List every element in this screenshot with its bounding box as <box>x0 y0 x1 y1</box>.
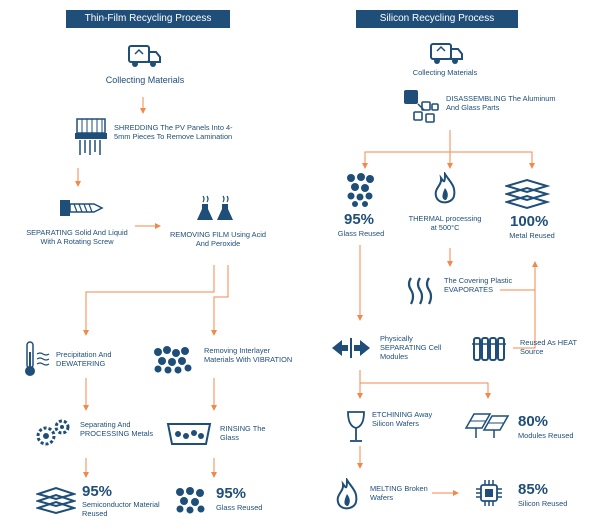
metal-pct: 100% <box>510 213 549 230</box>
silicon-glass-pct: 95% <box>344 211 375 228</box>
rinsing-label: RINSING The Glass <box>220 424 266 442</box>
screw-icon <box>60 200 104 216</box>
arrow-remove-interlayer <box>211 265 229 336</box>
arrow-heat-up <box>513 262 536 349</box>
panels-stack-icon <box>36 486 76 514</box>
arrow-dis-glass <box>362 130 451 169</box>
metal-label: Metal Reused <box>509 231 555 240</box>
modules-pct: 80% <box>518 413 549 430</box>
wine-glass-icon <box>347 411 365 442</box>
crystals-icon <box>176 487 205 514</box>
panels-stack-icon <box>505 178 551 210</box>
blocks-icon <box>404 90 439 123</box>
arrow-separate-modules <box>359 370 491 399</box>
arrow-dis-metal <box>450 151 535 169</box>
modules-label: Modules Reused <box>518 431 574 440</box>
etching-label: ETCHINING Away Silicon Wafers <box>372 410 433 428</box>
shredding-label: SHREDDING The PV Panels Into 4-5mm Piece… <box>114 123 233 141</box>
heat-label: Reused As HEAT Source <box>520 338 577 356</box>
crystals-icon <box>347 173 374 207</box>
chip-icon <box>476 480 502 506</box>
removing-film-label: REMOVING FILM Using Acid And Peroxide <box>169 230 267 248</box>
semi-label: Semiconductor Material Reused <box>82 500 160 518</box>
thin-film-title: Thin-Film Recycling Process <box>66 10 230 28</box>
evaporates-label: The Covering Plastic EVAPORATES <box>444 276 513 294</box>
container-icon <box>166 423 212 445</box>
thin-glass-pct: 95% <box>216 485 247 502</box>
crystals-icon <box>154 346 192 374</box>
truck-icon <box>128 45 161 67</box>
removing-interlayer-label: Removing Interlayer Materials With VIBRA… <box>204 346 293 364</box>
thermal-label: THERMAL processing at 500°C <box>408 214 482 232</box>
truck-icon <box>430 43 463 64</box>
disassembling-label: DISASSEMBLING The Aluminum And Glass Par… <box>446 94 556 112</box>
flame-icon <box>336 478 358 510</box>
separating-label: SEPARATING Solid And Liquid With A Rotat… <box>26 228 128 246</box>
melting-label: MELTING Broken Wafers <box>370 484 428 502</box>
thin-collecting-label: Collecting Materials <box>105 75 185 85</box>
precipitation-label: Precipitation And DEWATERING <box>56 350 112 368</box>
thermometer-icon <box>25 341 50 376</box>
radiator-icon <box>472 337 506 361</box>
flame-icon <box>434 172 456 204</box>
thin-glass-label: Glass Reused <box>216 503 263 512</box>
silicon-reused-label: Silicon Reused <box>518 499 568 508</box>
silicon-glass-label: Glass Reused <box>337 229 385 238</box>
flasks-icon <box>197 195 233 220</box>
separating-cell-label: Physically SEPARATING Cell Modules <box>380 334 442 361</box>
gears-icon <box>36 419 70 446</box>
solar-panels-icon <box>464 413 510 438</box>
semi-pct: 95% <box>82 483 113 500</box>
steam-icon <box>407 277 433 305</box>
processing-label: Separating And PROCESSING Metals <box>80 420 154 438</box>
separate-icon <box>332 338 370 358</box>
shredder-icon <box>75 118 107 155</box>
silicon-pct: 85% <box>518 481 549 498</box>
silicon-collecting-label: Collecting Materials <box>412 68 478 77</box>
silicon-title: Silicon Recycling Process <box>356 10 518 28</box>
arrow-remove-precip <box>83 265 215 336</box>
